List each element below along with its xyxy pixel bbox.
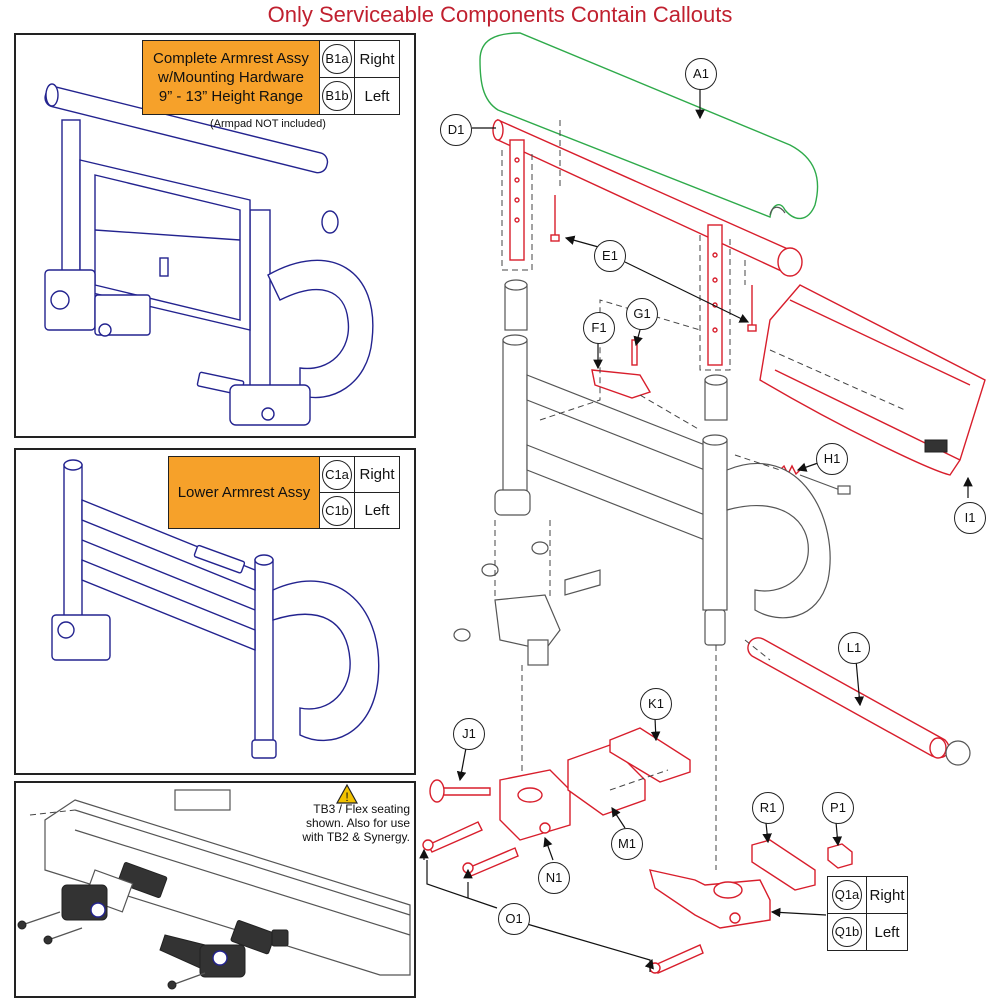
clamp-n1 xyxy=(499,769,571,841)
part-code-c1b: C1b xyxy=(322,495,352,526)
side-left-q1b: Left xyxy=(866,913,908,951)
clamp-q1-table: Q1a Right Q1b Left xyxy=(827,876,908,951)
callout-e1: E1 xyxy=(594,240,626,272)
note-line-2: shown. Also for use xyxy=(305,816,410,830)
callout-r1: R1 xyxy=(752,792,784,824)
title-line-1: Complete Armrest Assy xyxy=(153,50,309,67)
warning-triangle-icon: ! xyxy=(336,784,358,804)
part-code-q1b: Q1b xyxy=(832,917,862,947)
compatibility-note: TB3 / Flex seating shown. Also for use w… xyxy=(270,802,410,844)
callout-j1: J1 xyxy=(453,718,485,750)
nut-p1 xyxy=(827,843,853,869)
side-right-c1a: Right xyxy=(354,456,400,493)
callout-f1: F1 xyxy=(583,312,615,344)
upper-rail-d1 xyxy=(492,118,803,366)
callout-h1: H1 xyxy=(816,443,848,475)
complete-armrest-drawing xyxy=(44,83,374,426)
callout-m1: M1 xyxy=(611,828,643,860)
side-left-b1b: Left xyxy=(354,77,400,115)
title-line-2: w/Mounting Hardware xyxy=(158,69,304,86)
callout-a1: A1 xyxy=(685,58,717,90)
lower-frame xyxy=(453,279,831,666)
side-right-q1a: Right xyxy=(866,876,908,914)
armpad-note: (Armpad NOT included) xyxy=(210,118,326,130)
callout-l1: L1 xyxy=(838,632,870,664)
callout-g1: G1 xyxy=(626,298,658,330)
plate-k1 xyxy=(609,727,691,783)
part-code-b1a: B1a xyxy=(322,44,352,74)
callout-n1: N1 xyxy=(538,862,570,894)
callout-k1: K1 xyxy=(640,688,672,720)
complete-armrest-table: Complete Armrest Assy w/Mounting Hardwar… xyxy=(142,40,400,115)
callout-o1: O1 xyxy=(498,903,530,935)
part-code-b1b: B1b xyxy=(322,81,352,111)
callout-d1: D1 xyxy=(440,114,472,146)
callout-i1: I1 xyxy=(954,502,986,534)
hardware-drawing xyxy=(17,789,411,990)
spring-h1 xyxy=(779,464,801,476)
note-line-3: with TB2 & Synergy. xyxy=(302,830,410,844)
title-line-3: 9” - 13” Height Range xyxy=(158,88,304,105)
clamp-q1 xyxy=(649,869,771,929)
lower-armrest-title: Lower Armrest Assy xyxy=(168,456,320,529)
bracket-f1 xyxy=(591,369,652,399)
side-guard-i1 xyxy=(759,284,986,476)
part-code-c1a: C1a xyxy=(322,459,352,490)
callout-p1: P1 xyxy=(822,792,854,824)
lower-armrest-table: Lower Armrest Assy C1a Right C1b Left xyxy=(168,456,400,529)
lower-armrest-drawing xyxy=(51,459,380,759)
svg-text:!: ! xyxy=(345,790,348,804)
complete-armrest-title: Complete Armrest Assy w/Mounting Hardwar… xyxy=(142,40,320,115)
page-title: Only Serviceable Components Contain Call… xyxy=(267,2,733,27)
side-right-b1a: Right xyxy=(354,40,400,78)
part-code-q1a: Q1a xyxy=(832,880,862,910)
note-line-1: TB3 / Flex seating xyxy=(313,802,410,816)
armpad-a1 xyxy=(479,32,819,220)
side-left-c1b: Left xyxy=(354,492,400,529)
